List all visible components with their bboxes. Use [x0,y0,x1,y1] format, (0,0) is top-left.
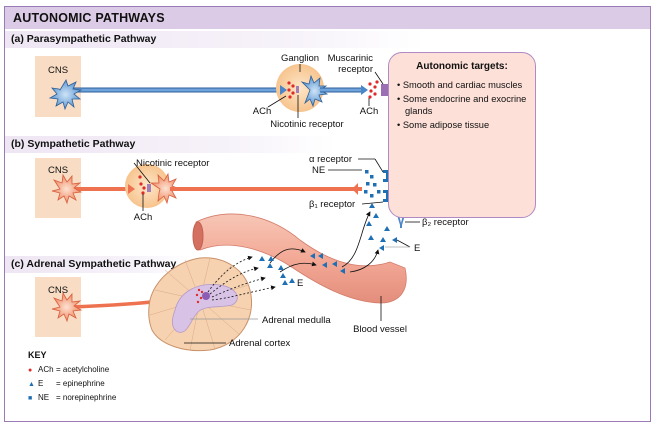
chromaffin-cell [202,292,210,300]
ganglion-label: Ganglion [281,53,319,64]
ach-molecules-target-a [368,80,379,99]
nicotinic-label-b: Nicotinic receptor [136,158,209,169]
muscarinic-receptor [381,84,389,96]
autonomic-targets-box: Autonomic targets: • Smooth and cardiac … [388,52,536,218]
epinephrine-molecules [259,203,397,285]
key-item-ne: ■NE= norepinephrine [28,393,117,402]
targets-title: Autonomic targets: [416,61,508,72]
target-item: • Some endocrine and exocrine glands [397,94,527,116]
section-a-label: (a) Parasympathetic Pathway [11,33,157,45]
targets-list: • Smooth and cardiac muscles • Some endo… [397,79,535,133]
e-label-circulation: E [414,243,420,254]
cns-label-c: CNS [48,285,68,296]
section-c-header: (c) Adrenal Sympathetic Pathway [5,256,195,273]
alpha-receptor-label: α receptor [309,154,352,165]
key-item-ach: ●ACh= acetylcholine [28,365,110,374]
beta1-receptor [383,190,389,202]
muscarinic-label-2: receptor [338,64,373,75]
e-label-medulla: E [297,278,303,289]
norepinephrine-icon: ■ [28,395,33,402]
title-bar: AUTONOMIC PATHWAYS [5,7,650,29]
cns-neuron-c [51,291,83,323]
section-a-header: (a) Parasympathetic Pathway [5,31,425,48]
ach-icon: ● [28,367,33,374]
ach-molecules-b [138,175,146,195]
section-c-label: (c) Adrenal Sympathetic Pathway [11,258,177,270]
ach-label-a: ACh [253,106,271,117]
adrenal-cortex-label: Adrenal cortex [229,338,291,349]
cns-label-b: CNS [48,165,68,176]
secretion-arrows [207,255,276,301]
section-b-header: (b) Sympathetic Pathway [5,136,335,153]
blood-vessel-opening [192,221,204,251]
target-item: • Smooth and cardiac muscles [397,80,523,90]
ne-molecules [364,170,381,198]
muscarinic-label-1: Muscarinic [328,53,374,64]
ach-molecules-c [195,288,204,304]
nicotinic-receptor-a [296,86,299,93]
adrenal-medulla [171,283,238,333]
epinephrine-icon: ▲ [28,381,35,388]
ne-label: NE [312,165,325,176]
beta1-receptor-label: β₁ receptor [309,199,355,210]
diagram-title: AUTONOMIC PATHWAYS [13,11,165,25]
key-legend: KEY ●ACh= acetylcholine ▲E= epinephrine … [14,344,144,414]
cns-label-a: CNS [48,65,68,76]
nicotinic-receptor-b [147,184,151,192]
ach-label-target-a: ACh [360,106,378,117]
nicotinic-label-a: Nicotinic receptor [270,119,343,130]
key-title: KEY [28,350,47,360]
axon-terminal-a [280,85,287,95]
beta2-receptor [397,215,405,228]
beta2-receptor-label: β₂ receptor [422,217,469,228]
key-item-e: ▲E= epinephrine [28,379,105,388]
target-item: • Some adipose tissue [397,120,490,130]
blood-vessel [195,213,407,304]
alpha-receptor [383,170,389,182]
section-b-label: (b) Sympathetic Pathway [11,138,136,150]
cns-neuron-b [51,173,83,205]
blood-vessel-label: Blood vessel [353,324,407,335]
adrenal-medulla-label: Adrenal medulla [262,315,331,326]
ach-label-b: ACh [134,212,152,223]
cns-neuron-a [48,79,83,111]
ach-molecules-a [287,81,295,99]
